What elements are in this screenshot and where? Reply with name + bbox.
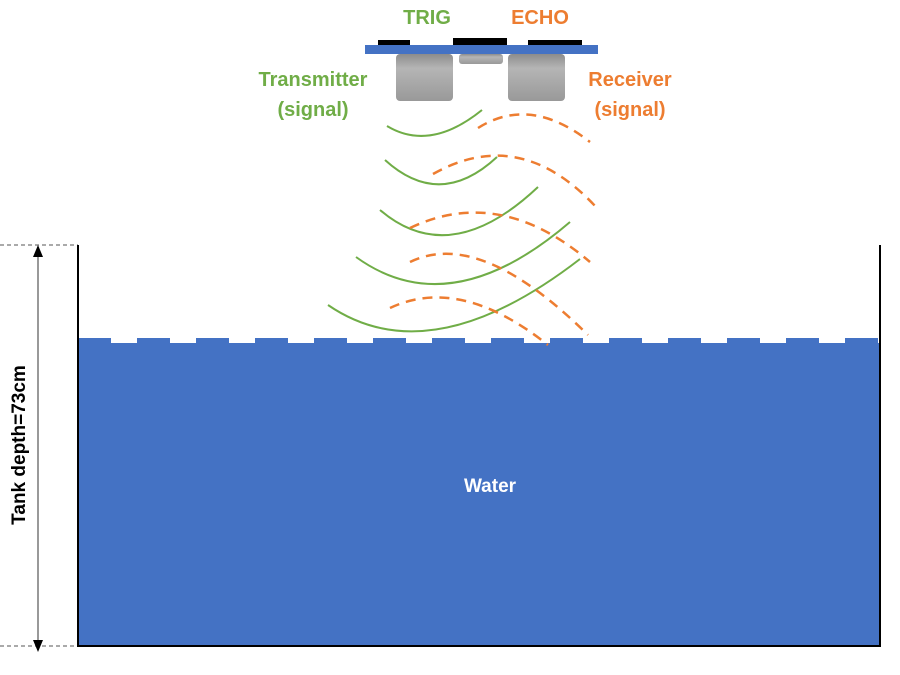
transmitted-waves xyxy=(327,109,581,333)
water-surface-ripple xyxy=(550,338,583,344)
receiver-label: Receiver xyxy=(588,69,672,91)
transmit-wave xyxy=(386,109,483,137)
echo-pin xyxy=(528,40,582,47)
tank-outline xyxy=(77,245,881,647)
trig-label: TRIG xyxy=(403,7,451,29)
receiver-transducer xyxy=(508,54,565,101)
echo-wave xyxy=(409,252,589,336)
crystal-component xyxy=(459,54,503,64)
water-surface-ripple xyxy=(727,338,760,344)
echo-wave xyxy=(477,113,591,143)
receiver-signal-label: (signal) xyxy=(594,99,666,121)
center-pin xyxy=(453,38,507,45)
sensor-board xyxy=(365,45,598,54)
transmit-wave xyxy=(379,186,539,237)
tank-depth-label: Tank depth=73cm xyxy=(9,365,30,525)
transmitter-transducer xyxy=(396,54,453,101)
water-surface-ripple xyxy=(609,338,642,344)
water-surface-ripple xyxy=(137,338,170,344)
echo-wave xyxy=(389,296,549,346)
transmit-wave xyxy=(384,156,498,186)
arrow-down-icon xyxy=(33,640,43,652)
arrow-up-icon xyxy=(33,245,43,257)
water-surface-ripple xyxy=(845,338,878,344)
water-surface-ripple xyxy=(373,338,406,344)
water-surface-ripple xyxy=(314,338,347,344)
echo-waves xyxy=(389,113,597,346)
water-surface-ripple xyxy=(255,338,288,344)
transmit-wave xyxy=(327,258,581,333)
water-surface-ripple xyxy=(196,338,229,344)
transmitter-signal-label: (signal) xyxy=(277,99,349,121)
water-surface-ripple xyxy=(78,338,111,344)
water-body xyxy=(78,338,880,646)
water-surface-ripple xyxy=(786,338,819,344)
trig-pin xyxy=(378,40,410,47)
water-surface-ripple xyxy=(432,338,465,344)
water-surface-ripple xyxy=(668,338,701,344)
water-surface-ripple xyxy=(491,338,524,344)
echo-wave xyxy=(432,154,597,208)
echo-label: ECHO xyxy=(511,7,569,29)
ultrasonic-sensor xyxy=(365,38,598,101)
transmit-wave xyxy=(355,221,571,285)
transmitter-label: Transmitter xyxy=(258,69,368,91)
water-label: Water xyxy=(463,476,517,497)
echo-wave xyxy=(409,211,591,263)
